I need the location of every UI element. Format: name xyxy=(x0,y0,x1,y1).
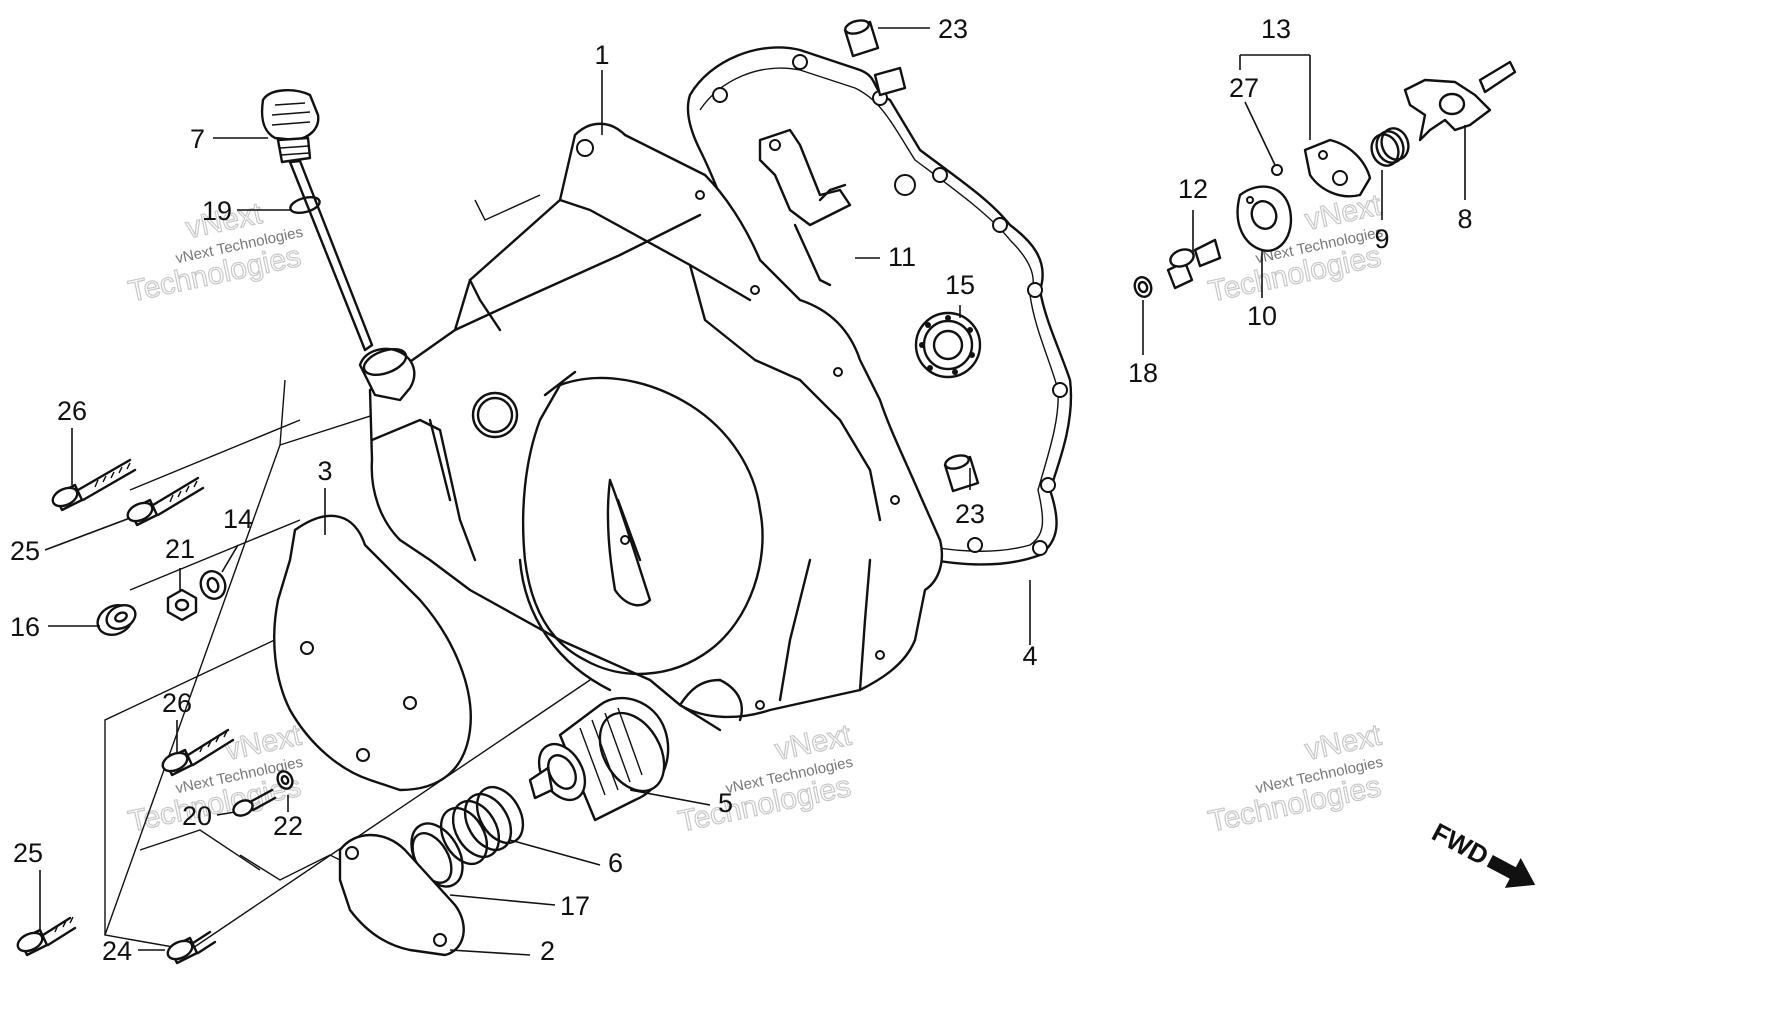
flange-bolt-part-26-upper xyxy=(51,458,137,512)
nut-part-21 xyxy=(166,588,198,622)
callout-4: 4 xyxy=(1022,641,1037,671)
callout-18: 18 xyxy=(1128,358,1158,388)
callout-25-lower: 25 xyxy=(13,838,43,868)
forward-direction-indicator: FWD xyxy=(1427,817,1536,888)
callout-23-lower: 23 xyxy=(955,499,985,529)
callout-2: 2 xyxy=(540,936,555,966)
washer-part-14 xyxy=(199,570,227,600)
side-plate-part-3 xyxy=(273,514,472,792)
callout-14: 14 xyxy=(223,504,253,534)
filter-cover-part-2 xyxy=(338,833,465,957)
callout-10: 10 xyxy=(1247,301,1277,331)
callout-labels: 1 2 3 4 5 6 7 8 9 10 11 12 13 14 15 16 1… xyxy=(10,14,1473,966)
flange-bolt-part-25-lower xyxy=(16,916,77,957)
callout-8: 8 xyxy=(1457,204,1472,234)
callout-12: 12 xyxy=(1178,174,1208,204)
callout-13: 13 xyxy=(1261,14,1291,44)
callout-25-upper: 25 xyxy=(10,536,40,566)
leader-lines xyxy=(39,27,1466,956)
callout-17: 17 xyxy=(560,891,590,921)
fwd-label: FWD xyxy=(1427,817,1493,871)
pin-part-12 xyxy=(1166,238,1222,290)
lever-arm-part-11 xyxy=(758,128,852,287)
callout-6: 6 xyxy=(608,848,623,878)
forward-arrow-icon xyxy=(1486,855,1536,888)
dowel-pin-part-23-upper xyxy=(843,19,907,97)
ball-part-27 xyxy=(1271,164,1283,176)
washer-part-22 xyxy=(276,770,294,790)
callout-1: 1 xyxy=(594,40,609,70)
flange-bolt-part-25-upper xyxy=(126,476,205,527)
callout-19: 19 xyxy=(202,196,232,226)
washer-part-18 xyxy=(1133,276,1153,298)
callout-21: 21 xyxy=(165,534,195,564)
callout-26-lower: 26 xyxy=(162,688,192,718)
callout-22: 22 xyxy=(273,811,303,841)
callout-7: 7 xyxy=(190,124,205,154)
callout-15: 15 xyxy=(945,270,975,300)
spring-part-6 xyxy=(439,785,525,866)
crankcase-cover-part-1 xyxy=(358,122,944,732)
exploded-view-guide-lines xyxy=(104,194,591,951)
bearing-part-15 xyxy=(914,311,982,379)
callout-16: 16 xyxy=(10,612,40,642)
oil-filter-part-5 xyxy=(528,696,670,822)
callout-3: 3 xyxy=(317,456,332,486)
callout-26-upper: 26 xyxy=(57,396,87,426)
callout-27: 27 xyxy=(1229,73,1259,103)
gasket-bolt-holes xyxy=(712,54,1068,556)
dipstick-part-7 xyxy=(260,89,374,352)
flange-bolt-part-24 xyxy=(166,930,217,965)
spring-part-9 xyxy=(1370,127,1410,167)
bracket-part-13 xyxy=(1303,138,1372,198)
o-ring-part-19 xyxy=(289,196,321,214)
callout-9: 9 xyxy=(1374,224,1389,254)
callout-5: 5 xyxy=(718,788,733,818)
callout-24: 24 xyxy=(102,936,132,966)
rotor-part-8 xyxy=(1403,60,1517,142)
callout-11: 11 xyxy=(888,242,916,272)
screw-part-20 xyxy=(232,788,277,817)
callout-23-upper: 23 xyxy=(938,14,968,44)
plate-part-10 xyxy=(1236,185,1293,252)
washer-part-16 xyxy=(96,603,137,636)
callout-20: 20 xyxy=(182,801,212,831)
flange-bolt-part-26-lower xyxy=(161,728,235,777)
